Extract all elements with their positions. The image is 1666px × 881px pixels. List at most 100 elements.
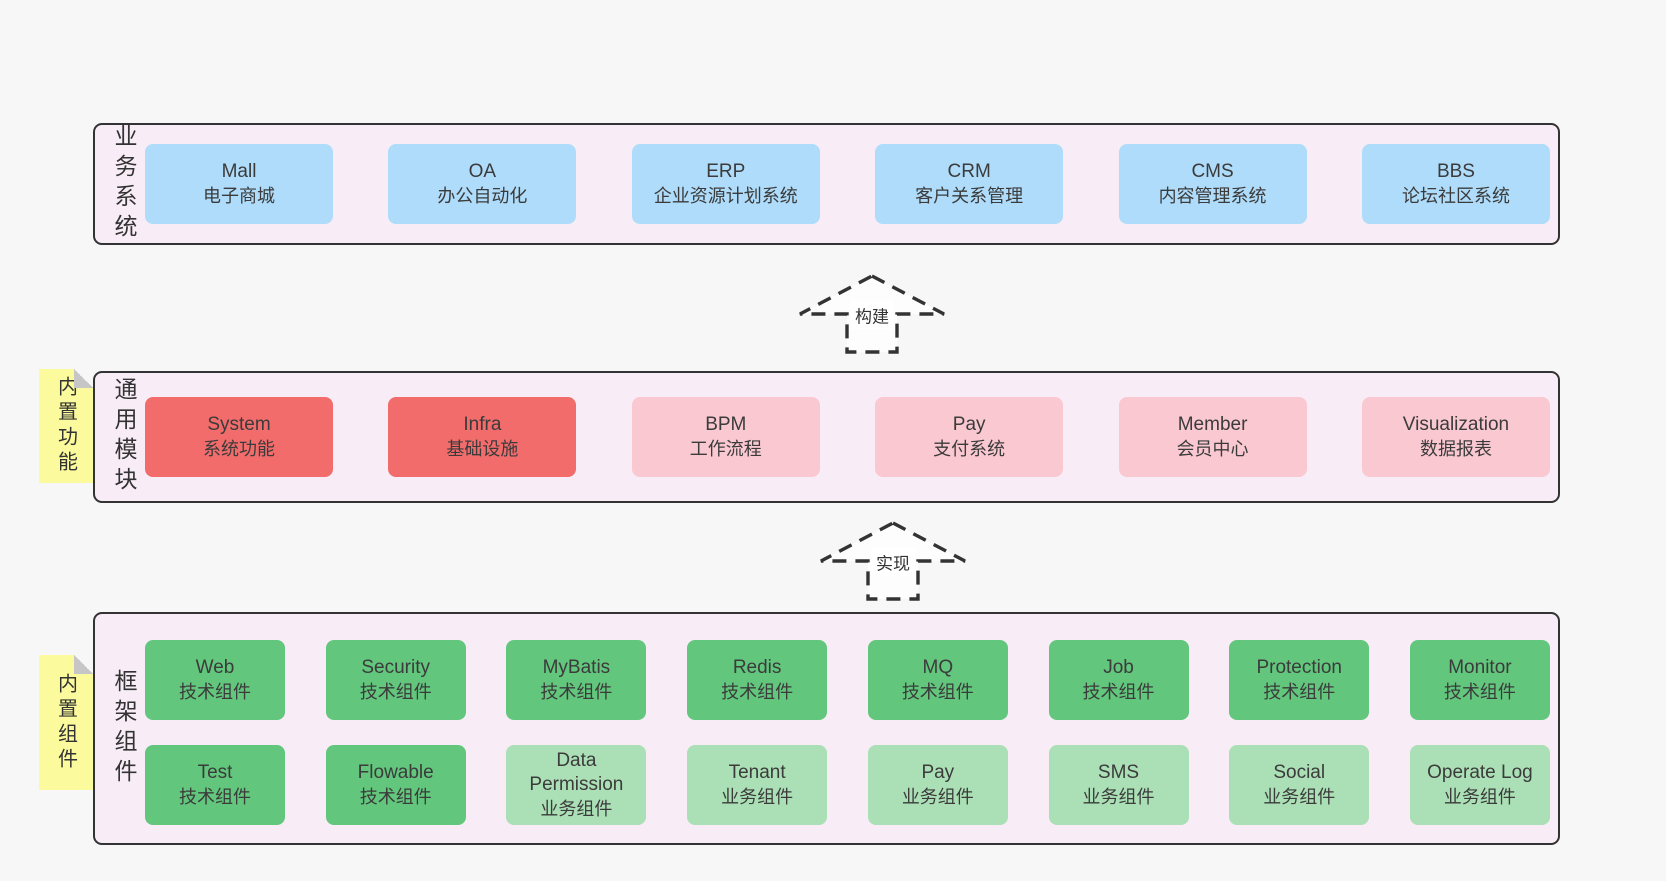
sticky-note-built-in-components: 内置组件: [39, 655, 93, 790]
box-title: Infra: [463, 413, 502, 435]
box-subtitle: 会员中心: [1176, 438, 1249, 459]
box-subtitle: 数据报表: [1419, 438, 1492, 459]
box-subtitle: 技术组件: [359, 681, 432, 702]
box-title: Pay: [921, 761, 955, 783]
sticky-note-built-in-features: 内置功能: [39, 369, 93, 483]
box-subtitle: 技术组件: [1082, 681, 1155, 702]
box-title: SMS: [1097, 761, 1140, 783]
box-subtitle: 技术组件: [721, 681, 794, 702]
build-arrow: 构建: [797, 273, 947, 355]
box-title: OA: [468, 160, 497, 182]
box-subtitle: 技术组件: [179, 786, 251, 807]
box-title: Pay: [952, 413, 986, 435]
box-title: CMS: [1191, 160, 1234, 182]
box-subtitle: 企业资源计划系统: [653, 185, 798, 206]
box-title: Data Permission: [529, 749, 624, 796]
box-title: ERP: [706, 160, 746, 182]
box-sms: SMS 业务组件: [1048, 745, 1189, 825]
box-title: Job: [1103, 656, 1134, 678]
layer-common-modules-label: 通用模块: [111, 377, 137, 497]
box-pay-module: Pay 支付系统: [875, 397, 1064, 477]
build-arrow-label: 构建: [850, 300, 894, 330]
box-operate-log: Operate Log 业务组件: [1409, 745, 1550, 825]
box-oa: OA 办公自动化: [388, 144, 577, 224]
box-subtitle: 业务组件: [1082, 786, 1155, 807]
box-title: MQ: [922, 656, 954, 678]
box-title: Member: [1177, 413, 1248, 435]
box-title: BBS: [1436, 160, 1475, 182]
box-title: Security: [361, 656, 431, 678]
layer-framework-components-label: 框架组件: [111, 668, 137, 789]
box-title: Protection: [1256, 656, 1342, 678]
box-subtitle: 技术组件: [179, 681, 251, 702]
box-job: Job 技术组件: [1048, 640, 1189, 720]
box-subtitle: 电子商城: [203, 185, 275, 206]
implement-arrow: 实现: [818, 520, 968, 602]
box-title: Monitor: [1448, 656, 1512, 678]
box-protection: Protection 技术组件: [1229, 640, 1370, 720]
box-mybatis: MyBatis 技术组件: [506, 640, 647, 720]
box-title: Test: [197, 761, 233, 783]
common-modules-row: System 系统功能 Infra 基础设施 BPM 工作流程 Pay 支付系统…: [145, 373, 1550, 501]
framework-components-grid: Web 技术组件 Security 技术组件 MyBatis 技术组件 Redi…: [145, 640, 1550, 825]
box-pay-component: Pay 业务组件: [867, 745, 1008, 825]
box-subtitle: 内容管理系统: [1158, 185, 1267, 206]
box-erp: ERP 企业资源计划系统: [631, 144, 820, 224]
box-title: Social: [1273, 761, 1326, 783]
box-test: Test 技术组件: [145, 745, 285, 825]
box-title: CRM: [947, 160, 991, 182]
box-monitor: Monitor 技术组件: [1409, 640, 1550, 720]
box-bpm: BPM 工作流程: [631, 397, 820, 477]
box-title: BPM: [705, 413, 747, 435]
box-infra: Infra 基础设施: [388, 397, 577, 477]
box-subtitle: 业务组件: [901, 786, 974, 807]
box-crm: CRM 客户关系管理: [875, 144, 1064, 224]
box-subtitle: 技术组件: [1443, 681, 1516, 702]
box-subtitle: 办公自动化: [437, 185, 528, 206]
box-subtitle: 支付系统: [933, 438, 1006, 459]
box-title: MyBatis: [542, 656, 611, 678]
sticky-note-text: 内置组件: [54, 672, 77, 773]
box-redis: Redis 技术组件: [687, 640, 828, 720]
box-member: Member 会员中心: [1118, 397, 1307, 477]
layer-business-systems: 业务系统 Mall 电子商城 OA 办公自动化 ERP 企业资源计划系统 CRM…: [93, 123, 1560, 245]
box-subtitle: 业务组件: [721, 786, 794, 807]
box-data-permission: Data Permission 业务组件: [506, 745, 647, 825]
layer-common-modules: 通用模块 System 系统功能 Infra 基础设施 BPM 工作流程 Pay…: [93, 371, 1560, 503]
box-mall: Mall 电子商城: [145, 144, 333, 224]
box-subtitle: 客户关系管理: [915, 185, 1024, 206]
framework-components-row-2: Test 技术组件 Flowable 技术组件 Data Permission …: [145, 745, 1550, 825]
box-web: Web 技术组件: [145, 640, 285, 720]
box-subtitle: 业务组件: [540, 799, 613, 819]
box-subtitle: 技术组件: [540, 681, 613, 702]
box-title: Web: [195, 656, 235, 678]
box-title: Visualization: [1402, 413, 1510, 435]
box-subtitle: 业务组件: [1443, 786, 1516, 807]
layer-business-systems-label: 业务系统: [111, 124, 137, 244]
box-subtitle: 论坛社区系统: [1401, 185, 1510, 206]
box-title: Mall: [221, 160, 257, 182]
box-subtitle: 技术组件: [1263, 681, 1336, 702]
box-bbs: BBS 论坛社区系统: [1361, 144, 1550, 224]
box-subtitle: 基础设施: [446, 438, 519, 459]
box-title: Operate Log: [1427, 761, 1533, 783]
layer-framework-components: 框架组件 Web 技术组件 Security 技术组件 MyBatis 技术组件…: [93, 612, 1560, 845]
box-visualization: Visualization 数据报表: [1361, 397, 1550, 477]
box-subtitle: 业务组件: [1263, 786, 1336, 807]
box-cms: CMS 内容管理系统: [1118, 144, 1307, 224]
business-systems-row: Mall 电子商城 OA 办公自动化 ERP 企业资源计划系统 CRM 客户关系…: [145, 125, 1550, 243]
box-flowable: Flowable 技术组件: [325, 745, 466, 825]
box-title: System: [207, 413, 271, 435]
box-title: Tenant: [728, 761, 786, 783]
box-tenant: Tenant 业务组件: [687, 745, 828, 825]
box-mq: MQ 技术组件: [867, 640, 1008, 720]
implement-arrow-label: 实现: [871, 547, 915, 577]
box-subtitle: 技术组件: [901, 681, 974, 702]
box-title: Redis: [732, 656, 782, 678]
framework-components-row-1: Web 技术组件 Security 技术组件 MyBatis 技术组件 Redi…: [145, 640, 1550, 720]
box-security: Security 技术组件: [325, 640, 466, 720]
box-social: Social 业务组件: [1229, 745, 1370, 825]
box-system: System 系统功能: [145, 397, 333, 477]
sticky-note-text: 内置功能: [54, 376, 77, 476]
box-subtitle: 系统功能: [203, 438, 275, 459]
